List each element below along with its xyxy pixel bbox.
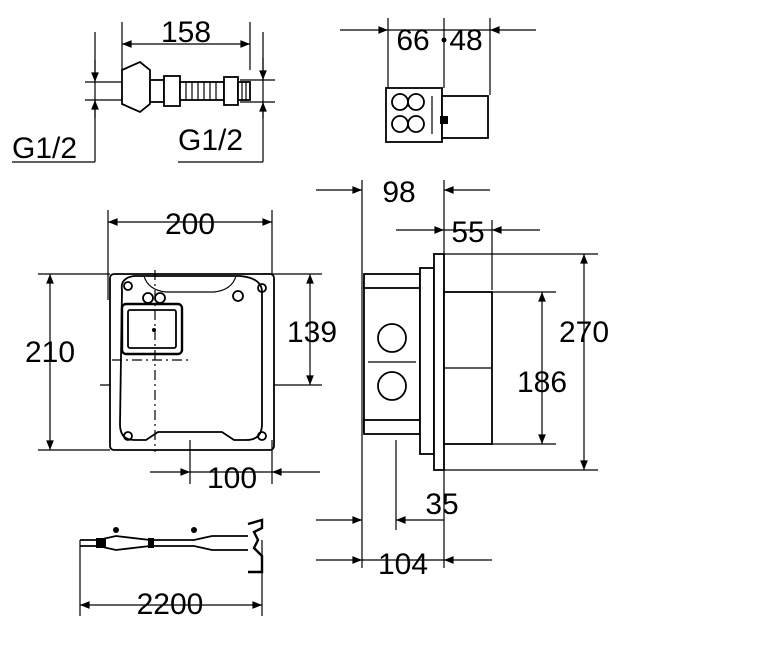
dim-side-flange: 35 bbox=[425, 488, 458, 521]
dim-side-depth-top: 98 bbox=[382, 176, 415, 209]
dim-box-depth-b: 48 bbox=[449, 24, 482, 57]
dim-offset-bottom: 100 bbox=[207, 462, 257, 495]
box-top-view: 66 48 bbox=[340, 18, 536, 143]
dim-front-width: 200 bbox=[165, 208, 215, 241]
dim-side-depth-bottom: 104 bbox=[378, 548, 428, 581]
dim-side-inner-height: 186 bbox=[517, 366, 567, 399]
dim-cable-length: 2200 bbox=[137, 588, 204, 621]
cable-view: 2200 bbox=[79, 518, 264, 621]
dim-front-height: 210 bbox=[25, 336, 75, 369]
dim-thread-right: G1/2 bbox=[178, 124, 243, 157]
dim-side-height: 270 bbox=[559, 316, 609, 349]
side-view: 98 55 270 186 35 104 bbox=[316, 176, 609, 581]
dim-fitting-width: 158 bbox=[161, 16, 211, 49]
dim-box-depth-a: 66 bbox=[396, 24, 429, 57]
dim-side-depth-mid: 55 bbox=[451, 216, 484, 249]
fitting-view: 158 G1/2 G1/2 bbox=[12, 16, 275, 165]
dim-thread-left: G1/2 bbox=[12, 132, 77, 165]
dim-inner-height: 139 bbox=[287, 316, 337, 349]
front-view: 200 210 139 100 bbox=[25, 208, 337, 495]
